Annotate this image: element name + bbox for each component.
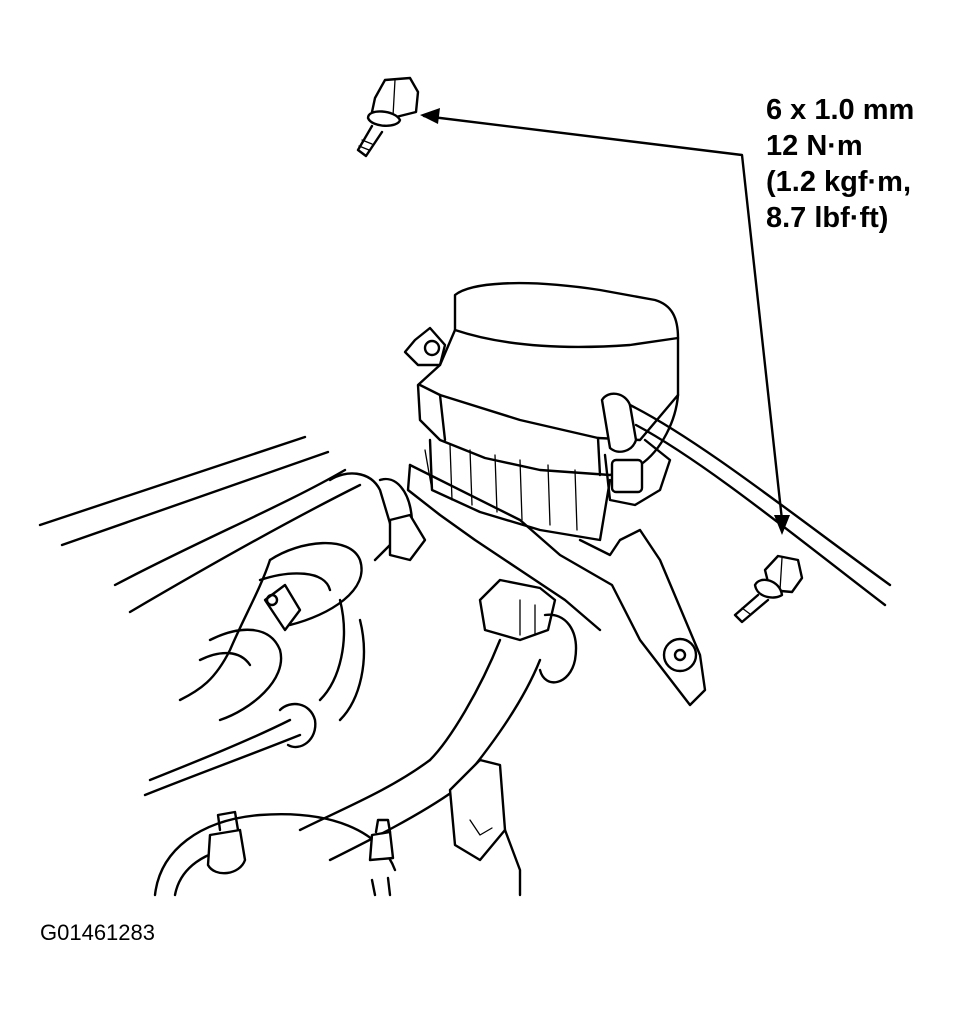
torque-lbfft-text: 8.7 lbf·ft) bbox=[766, 202, 889, 234]
figure-id: G01461283 bbox=[40, 920, 155, 945]
callout-leader bbox=[420, 108, 790, 535]
wire-harness-right bbox=[628, 403, 892, 607]
hoses-left bbox=[143, 472, 427, 797]
lower-connector bbox=[298, 578, 578, 862]
torque-spec-label: 6 x 1.0 mm 12 N·m (1.2 kgf·m, 8.7 lbf·ft… bbox=[766, 92, 914, 236]
fender-lines bbox=[38, 435, 362, 614]
torque-nm-text: 12 N·m bbox=[766, 130, 863, 162]
upper-bolt-icon bbox=[356, 76, 420, 158]
mounting-bracket bbox=[406, 463, 707, 707]
torque-kgfm-text: (1.2 kgf·m, bbox=[766, 166, 912, 198]
lower-bolt-icon bbox=[733, 554, 804, 624]
strut-tower bbox=[153, 758, 522, 897]
thread-size-text: 6 x 1.0 mm bbox=[766, 94, 915, 126]
control-module bbox=[403, 281, 680, 542]
